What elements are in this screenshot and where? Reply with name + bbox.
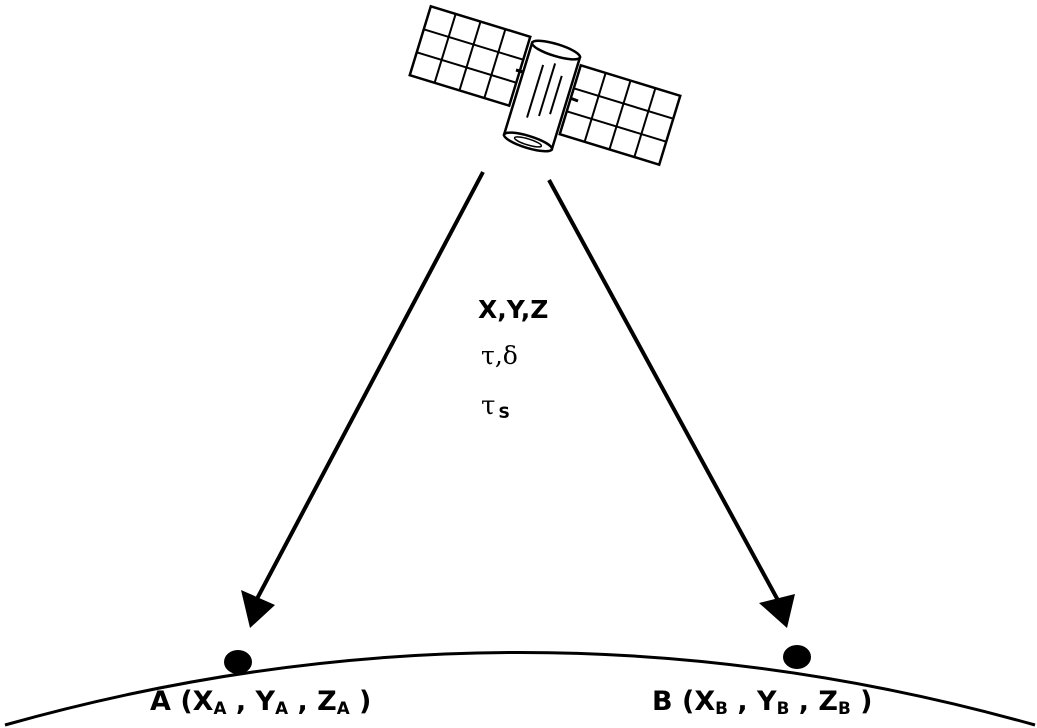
point-b-x: X xyxy=(694,686,716,717)
solar-panel-right xyxy=(558,63,682,167)
point-a-open: ( xyxy=(180,686,193,717)
point-a-z-sub: A xyxy=(336,698,350,719)
station-b-dot xyxy=(783,645,811,669)
solar-panel-left xyxy=(408,4,532,108)
point-a-y: Y xyxy=(255,686,276,717)
point-a-sep2: , xyxy=(297,686,308,717)
point-b-open: ( xyxy=(682,686,695,717)
satellite-icon xyxy=(408,4,682,167)
point-b-y: Y xyxy=(757,686,777,717)
time-symbol: τ xyxy=(481,391,496,421)
point-b-z-sub: B xyxy=(838,698,851,719)
coords-label: X,Y,Z xyxy=(478,295,549,324)
station-a-dot xyxy=(224,650,252,674)
point-b-close: ) xyxy=(860,686,873,717)
point-a-label: A (XA , YA , ZA ) xyxy=(150,688,371,717)
point-b-y-sub: B xyxy=(776,698,790,719)
point-a-x-sub: A xyxy=(213,698,227,719)
angles-label: τ,δ xyxy=(481,341,518,370)
time-subscript: S xyxy=(498,403,510,423)
point-a-z: Z xyxy=(317,686,337,717)
point-b-label: B (XB , YB , ZB ) xyxy=(652,688,873,717)
point-b-sep1: , xyxy=(737,686,748,717)
point-b-x-sub: B xyxy=(715,698,728,719)
point-a-sep1: , xyxy=(235,686,247,717)
point-b-sep2: , xyxy=(798,686,810,717)
satellite-body xyxy=(502,39,582,153)
arrowhead-b xyxy=(759,594,795,628)
signal-arrow-b xyxy=(547,179,788,616)
point-b-name: B xyxy=(652,686,673,717)
point-a-name: A xyxy=(150,686,171,717)
point-a-x: X xyxy=(192,686,214,717)
point-a-y-sub: A xyxy=(275,698,289,719)
point-b-z: Z xyxy=(818,686,838,717)
arrowhead-a xyxy=(241,590,275,628)
point-a-close: ) xyxy=(359,686,372,717)
earth-surface-curve xyxy=(4,651,1036,727)
signal-arrow-a xyxy=(248,171,485,613)
